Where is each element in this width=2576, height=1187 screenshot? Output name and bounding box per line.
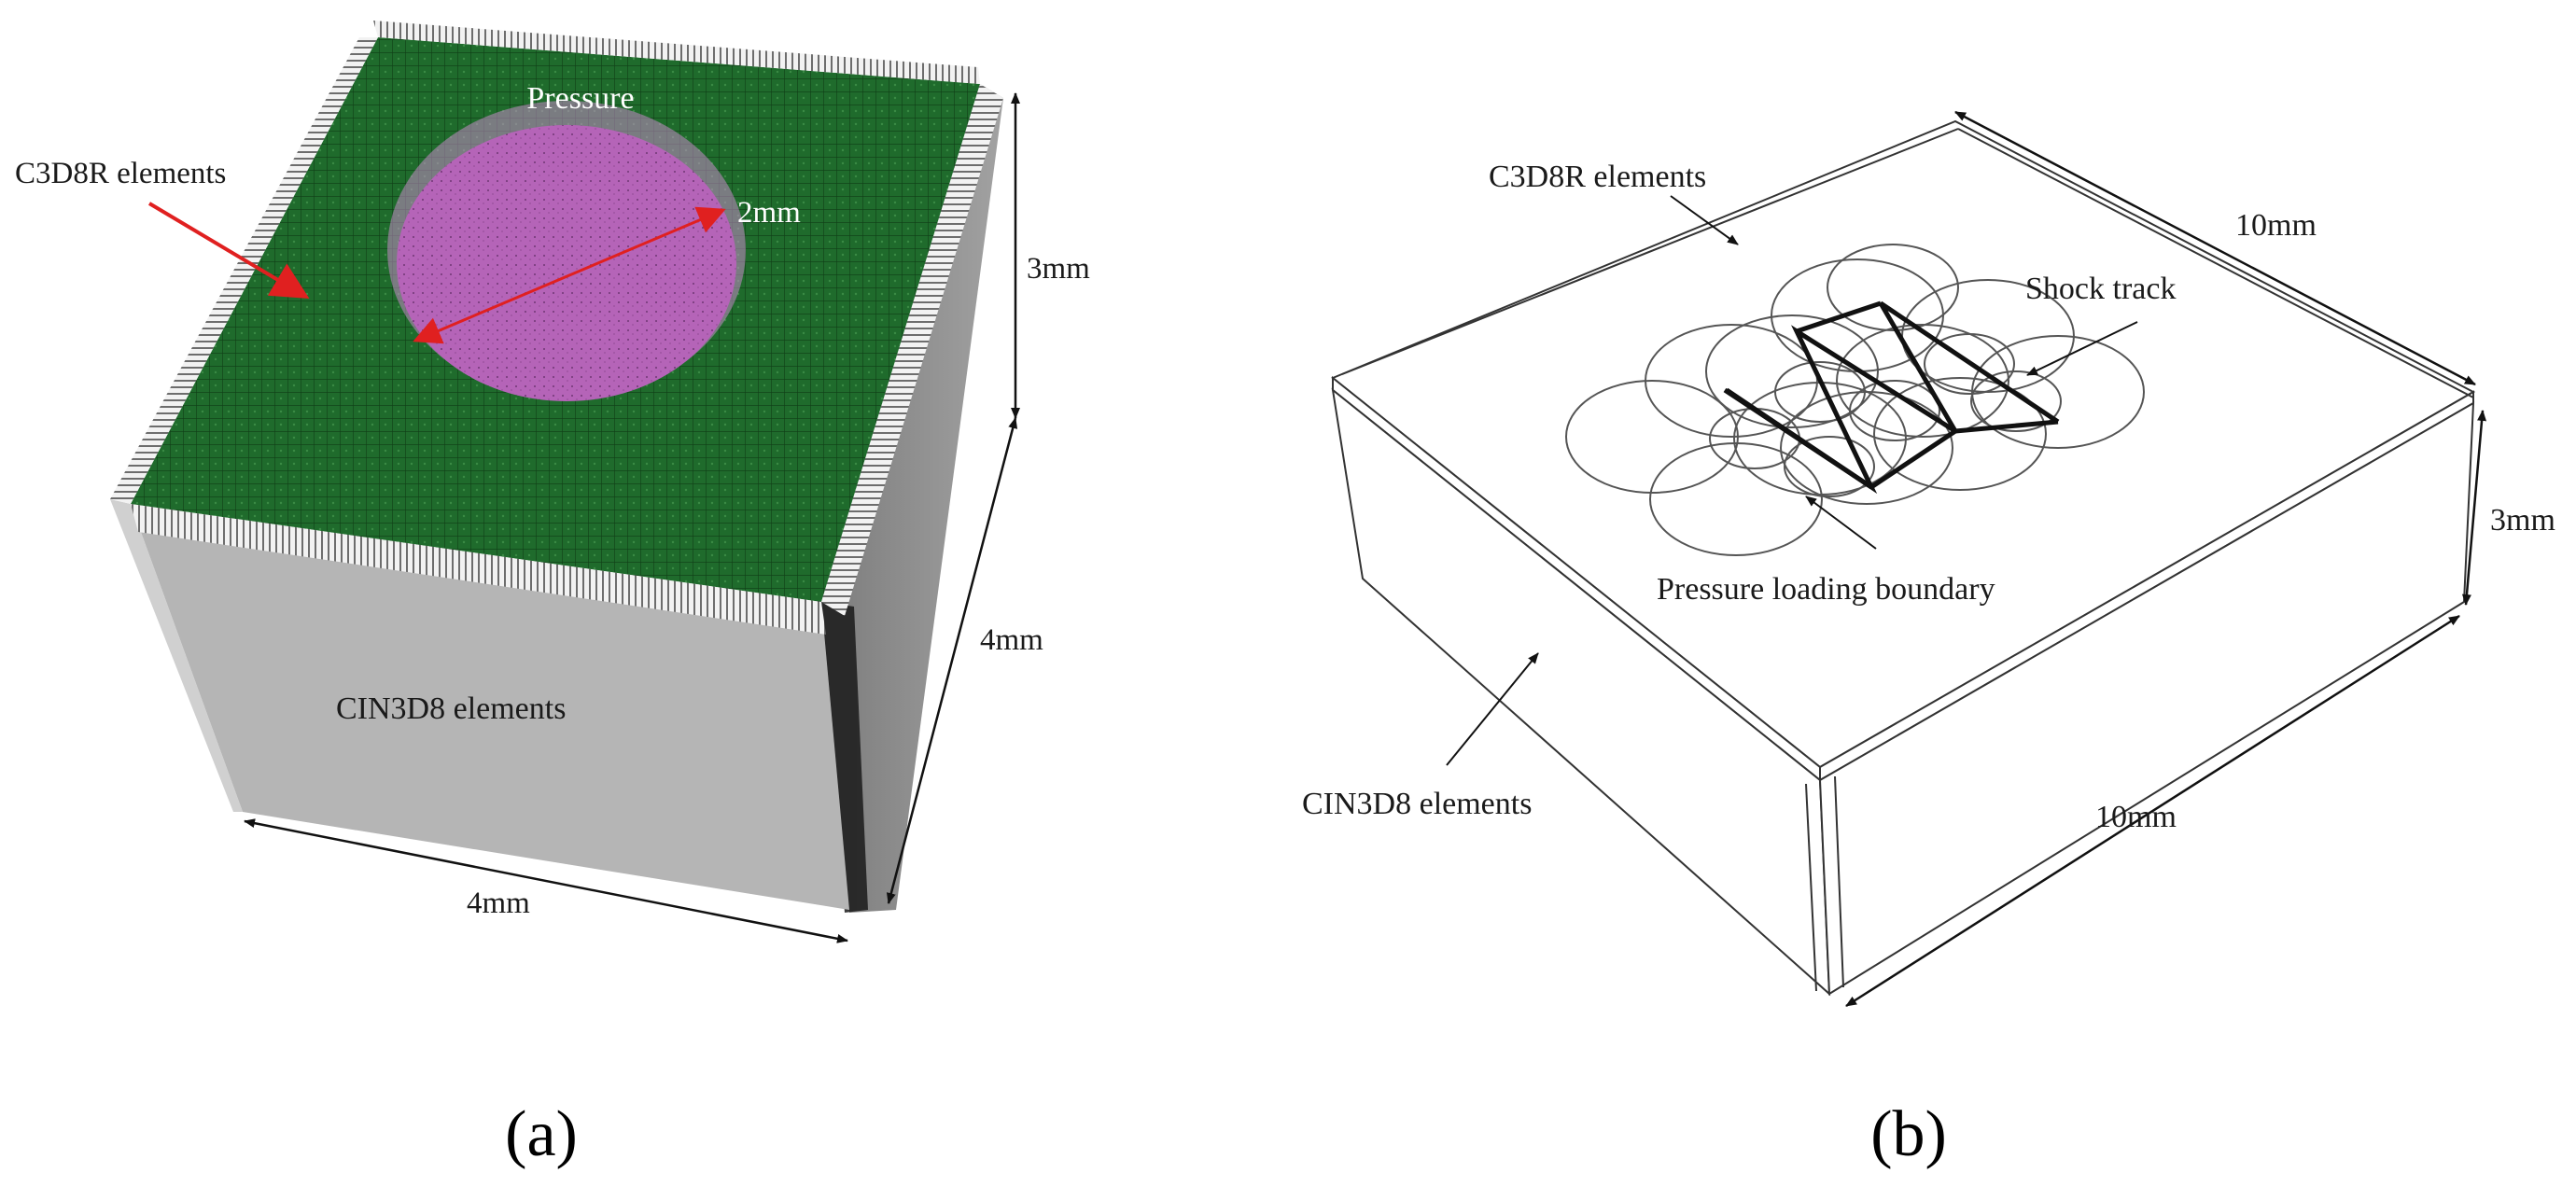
height-dimension-line-b xyxy=(2461,410,2487,606)
shock-track-edge xyxy=(1954,419,2059,434)
shock-track-edge xyxy=(1796,300,1882,334)
boundary-pointer xyxy=(1805,496,1877,550)
length-back-label: 10mm xyxy=(2235,208,2317,243)
caption-a: (a) xyxy=(505,1098,578,1170)
base-seam xyxy=(1805,783,1817,992)
shock-track-label: Shock track xyxy=(2025,272,2176,306)
top-hatch-front xyxy=(131,504,826,635)
bottom-elements-pointer xyxy=(1446,652,1539,766)
top-hatch-back xyxy=(373,21,980,84)
shock-track-pointer xyxy=(2026,321,2138,376)
height-label: 3mm xyxy=(1027,252,1090,286)
boundary-label: Pressure loading boundary xyxy=(1657,572,1995,607)
shock-track-edge xyxy=(1869,428,1957,490)
shock-circle xyxy=(1565,380,1739,494)
width-label: 4mm xyxy=(467,887,530,920)
bottom-elements-label-b: CIN3D8 elements xyxy=(1302,787,1532,821)
panel-a: Pressure C3D8R elements 2mm 3mm 4mm CIN3… xyxy=(15,21,1090,1170)
bottom-elements-label: CIN3D8 elements xyxy=(336,691,566,726)
top-hatch-left xyxy=(110,37,378,504)
shock-circle xyxy=(1784,436,1875,497)
length-front-label: 10mm xyxy=(2095,800,2177,834)
diameter-arrow xyxy=(413,206,726,344)
depth-dimension-line xyxy=(886,417,1018,904)
base-seam-2 xyxy=(1834,775,1844,988)
top-elements-label: C3D8R elements xyxy=(15,157,226,190)
top-layer-back-edge xyxy=(1341,128,1959,375)
pressure-zone xyxy=(397,125,736,401)
top-elements-pointer-b xyxy=(1670,195,1739,245)
top-elements-pointer xyxy=(147,202,310,300)
panel-b xyxy=(1331,110,2487,1008)
panel-b-labels: C3D8R elements 10mm Shock track 3mm Pres… xyxy=(1302,160,2555,1170)
shock-circle xyxy=(1849,380,1940,441)
shock-track-edge xyxy=(1723,387,1873,490)
shock-circle xyxy=(1780,391,1953,505)
top-hatch-right xyxy=(821,84,1003,616)
width-dimension-line xyxy=(244,818,848,943)
length-front-dimension-line xyxy=(1845,614,2460,1008)
depth-label: 4mm xyxy=(980,623,1043,657)
top-elements-label-b: C3D8R elements xyxy=(1489,160,1706,194)
side-edge-stripes xyxy=(821,602,868,913)
length-back-dimension-line xyxy=(1954,110,2476,386)
shock-circle xyxy=(1774,361,1866,423)
pressure-label: Pressure xyxy=(526,81,634,116)
left-face xyxy=(110,499,243,812)
height-label-b: 3mm xyxy=(2490,503,2555,538)
caption-b: (b) xyxy=(1870,1098,1947,1170)
shock-circle xyxy=(1649,442,1823,556)
diameter-label: 2mm xyxy=(737,196,801,230)
shock-circle xyxy=(1705,314,1879,428)
